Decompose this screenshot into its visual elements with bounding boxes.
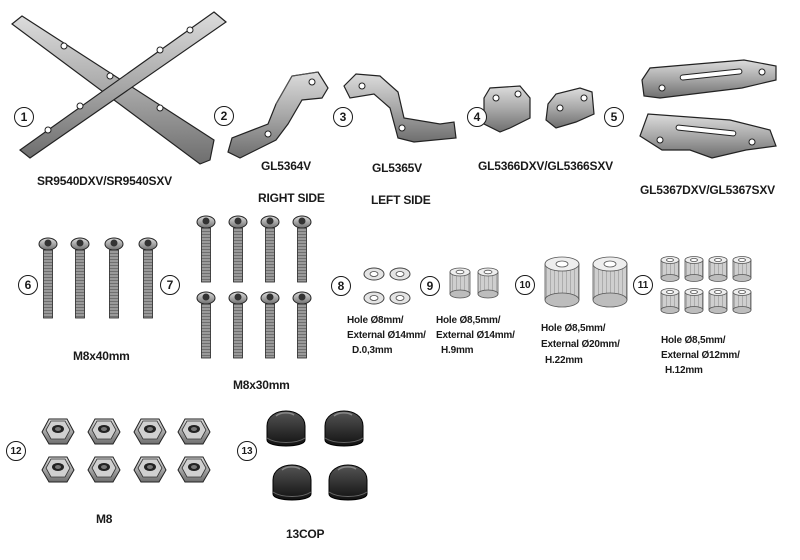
part13-code: 13COP — [286, 527, 325, 541]
part6-bolts-m8x40 — [38, 237, 158, 319]
part-number-badge: 3 — [333, 107, 353, 127]
part3-code: GL5365V — [372, 161, 422, 175]
part12-nuts — [41, 418, 211, 483]
part3-left-bracket — [343, 73, 457, 143]
part-number-badge: 6 — [18, 275, 38, 295]
part6-size: M8x40mm — [73, 349, 130, 363]
part2-code: GL5364V — [261, 159, 311, 173]
part2-right-bracket — [227, 71, 329, 159]
part9-desc-3: H.9mm — [441, 345, 474, 356]
part11-spacers — [660, 256, 752, 314]
part-number-badge: 5 — [604, 107, 624, 127]
part13-caps — [266, 410, 368, 501]
part5-code: GL5367DXV/GL5367SXV — [640, 183, 775, 197]
part-number-badge: 9 — [420, 276, 440, 296]
part10-spacers — [544, 256, 628, 308]
part-number-badge: 13 — [237, 441, 257, 461]
part7-size: M8x30mm — [233, 378, 290, 392]
part-number-badge: 7 — [160, 275, 180, 295]
part4-small-brackets — [483, 85, 595, 133]
part8-washers — [363, 267, 411, 305]
part12-size: M8 — [96, 512, 113, 526]
part-number-badge: 4 — [467, 107, 487, 127]
part9-desc-2: External Ø14mm/ — [436, 330, 515, 341]
part-number-badge: 12 — [6, 441, 26, 461]
part8-desc-1: Hole Ø8mm/ — [347, 315, 404, 326]
part8-desc-2: External Ø14mm/ — [347, 330, 426, 341]
part10-desc-3: H.22mm — [545, 355, 583, 366]
part11-desc-2: External Ø12mm/ — [661, 350, 740, 361]
part-number-badge: 11 — [633, 275, 653, 295]
part4-code: GL5366DXV/GL5366SXV — [478, 159, 613, 173]
part-number-badge: 8 — [331, 276, 351, 296]
part-number-badge: 1 — [14, 107, 34, 127]
part1-cross-bars — [11, 11, 227, 165]
part3-side: LEFT SIDE — [371, 193, 431, 207]
part11-desc-1: Hole Ø8,5mm/ — [661, 335, 726, 346]
part7-bolts-m8x30 — [196, 215, 312, 359]
part11-desc-3: H.12mm — [665, 365, 703, 376]
part9-spacers — [449, 267, 499, 299]
part5-plates — [639, 59, 777, 159]
part9-desc-1: Hole Ø8,5mm/ — [436, 315, 501, 326]
part-number-badge: 2 — [214, 106, 234, 126]
part1-code: SR9540DXV/SR9540SXV — [37, 174, 172, 188]
part8-desc-3: D.0,3mm — [352, 345, 393, 356]
part2-side: RIGHT SIDE — [258, 191, 325, 205]
part10-desc-2: External Ø20mm/ — [541, 339, 620, 350]
part10-desc-1: Hole Ø8,5mm/ — [541, 323, 606, 334]
part-number-badge: 10 — [515, 275, 535, 295]
